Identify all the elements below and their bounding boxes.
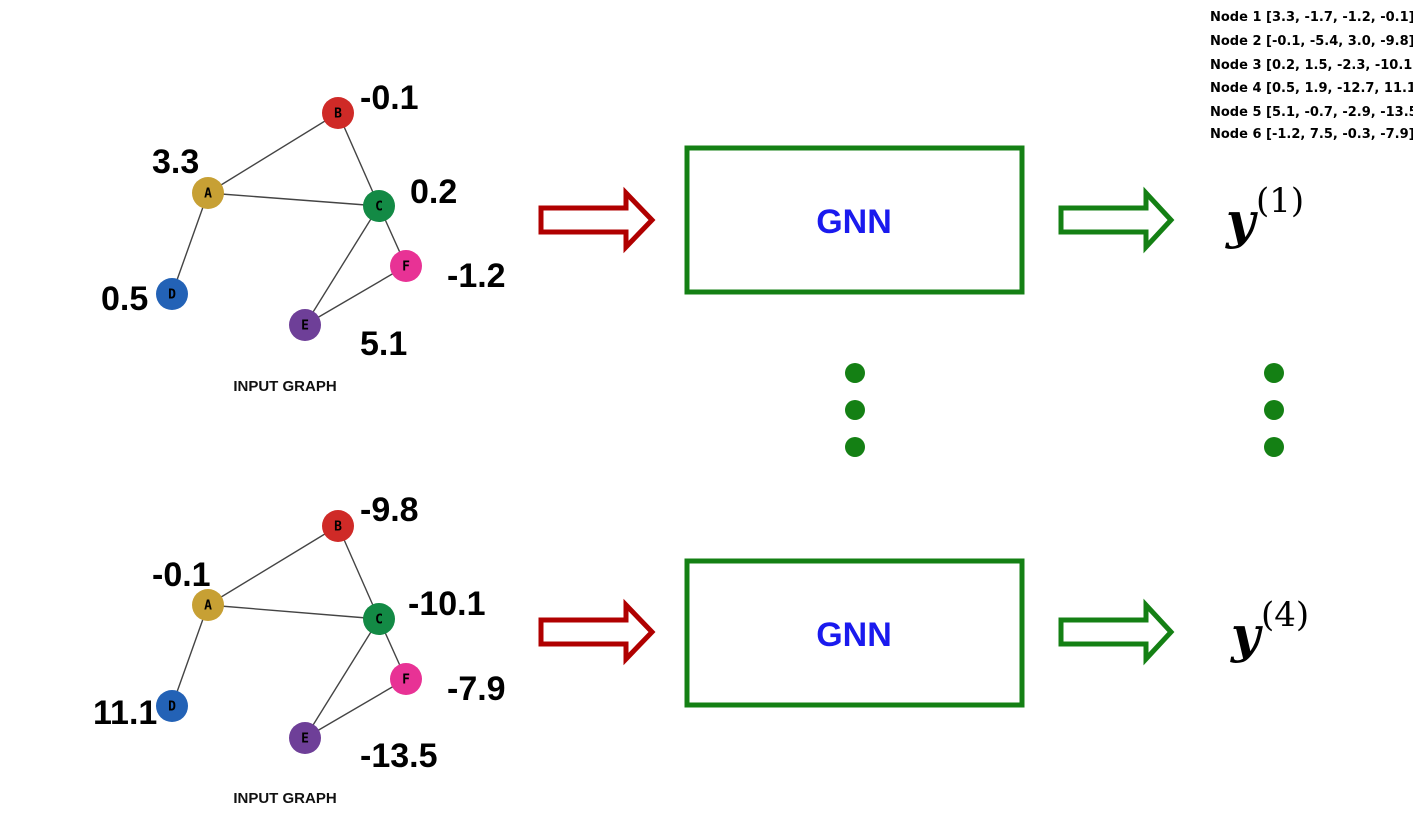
output-y1: y (1): [1225, 181, 1304, 250]
node-e-circle: [289, 722, 321, 754]
node-f-circle: [390, 663, 422, 695]
node-d-value: 0.5: [101, 280, 148, 318]
node-b-value: -0.1: [360, 79, 419, 117]
graph-1-node-e: E: [289, 309, 321, 341]
output-superscript: (1): [1256, 181, 1304, 221]
node-f-label: F: [402, 260, 410, 275]
output-superscript: (4): [1261, 595, 1309, 635]
node-d-label: D: [168, 288, 176, 303]
edge-f-e: [304, 265, 407, 326]
node-f-value: -1.2: [447, 257, 506, 295]
node-e-label: E: [301, 319, 309, 334]
output-symbol: y: [1230, 605, 1263, 664]
gnn-box-2: [684, 558, 1025, 708]
feature-row-4: Node 4 [0.5, 1.9, -12.7, 11.1]: [1210, 81, 1413, 96]
graph-2-node-f: F: [390, 663, 422, 695]
edge-a-b: [207, 112, 339, 194]
ellipsis-dot: [845, 363, 865, 383]
output-arrow-1: [1058, 186, 1175, 254]
graph-2-node-c: C: [363, 603, 395, 635]
edge-a-b: [207, 525, 339, 606]
node-b-label: B: [334, 520, 342, 535]
ellipsis-dot: [1264, 437, 1284, 457]
node-c-circle: [363, 190, 395, 222]
node-d-value: 11.1: [93, 694, 157, 732]
graph-1-node-d: D: [156, 278, 188, 310]
gnn-label-1: GNN: [816, 203, 892, 241]
feature-row-3: Node 3 [0.2, 1.5, -2.3, -10.1]: [1210, 58, 1413, 73]
graph-2-caption: INPUT GRAPH: [233, 790, 336, 807]
node-b-circle: [322, 97, 354, 129]
ellipsis-dot: [845, 400, 865, 420]
graph-2-node-b: B: [322, 510, 354, 542]
input-arrow-2: [538, 598, 656, 666]
node-c-circle: [363, 603, 395, 635]
node-e-label: E: [301, 732, 309, 747]
graph-1-node-b: B: [322, 97, 354, 129]
gnn-label-2: GNN: [816, 616, 892, 654]
graph-1-caption: INPUT GRAPH: [233, 378, 336, 395]
node-e-circle: [289, 309, 321, 341]
ellipsis-dot: [1264, 363, 1284, 383]
input-graph-2: A B C D E F -0.1 -9.8 -10.1 11.1 -13.5 -…: [93, 491, 506, 807]
node-f-value: -7.9: [447, 670, 506, 708]
input-graph-1: A B C D E F 3.3 -0.1 0.2 0.5 5.1 -1.2 IN…: [101, 79, 506, 395]
node-d-circle: [156, 278, 188, 310]
node-a-label: A: [204, 599, 212, 614]
ellipsis-middle: [845, 363, 865, 457]
feature-row-1: Node 1 [3.3, -1.7, -1.2, -0.1]: [1210, 10, 1413, 25]
edge-c-e: [304, 618, 380, 739]
node-d-circle: [156, 690, 188, 722]
node-c-label: C: [375, 200, 383, 215]
edge-a-d: [171, 604, 209, 707]
node-b-circle: [322, 510, 354, 542]
graph-2-node-e: E: [289, 722, 321, 754]
edge-a-c: [207, 192, 380, 207]
gnn-box-1: [684, 145, 1025, 295]
node-d-label: D: [168, 700, 176, 715]
node-f-label: F: [402, 673, 410, 688]
graph-2-node-d: D: [156, 690, 188, 722]
edge-b-c: [337, 525, 380, 620]
feature-list: Node 1 [3.3, -1.7, -1.2, -0.1] Node 2 [-…: [1210, 10, 1413, 142]
graph-1-node-a: A: [192, 177, 224, 209]
graph-1-node-f: F: [390, 250, 422, 282]
output-symbol: y: [1225, 191, 1258, 250]
edge-a-d: [171, 192, 209, 295]
node-a-value: -0.1: [152, 556, 211, 594]
node-c-label: C: [375, 613, 383, 628]
node-e-value: 5.1: [360, 325, 407, 363]
node-a-label: A: [204, 187, 212, 202]
ellipsis-dot: [1264, 400, 1284, 420]
output-y4: y (4): [1230, 595, 1309, 664]
node-a-circle: [192, 177, 224, 209]
node-e-value: -13.5: [360, 737, 438, 775]
output-arrow-2: [1058, 598, 1175, 666]
ellipsis-dot: [845, 437, 865, 457]
ellipsis-right: [1264, 363, 1284, 457]
node-a-value: 3.3: [152, 143, 199, 181]
node-a-circle: [192, 589, 224, 621]
feature-row-6: Node 6 [-1.2, 7.5, -0.3, -7.9]: [1210, 127, 1413, 142]
edge-f-e: [304, 678, 407, 739]
node-c-value: 0.2: [410, 173, 457, 211]
graph-1-edges: [171, 112, 407, 326]
feature-row-5: Node 5 [5.1, -0.7, -2.9, -13.5]: [1210, 105, 1413, 120]
edge-c-e: [304, 205, 380, 326]
node-b-label: B: [334, 107, 342, 122]
graph-1-node-c: C: [363, 190, 395, 222]
graph-2-node-a: A: [192, 589, 224, 621]
feature-row-2: Node 2 [-0.1, -5.4, 3.0, -9.8]: [1210, 34, 1413, 49]
node-c-value: -10.1: [408, 585, 486, 623]
edge-a-c: [207, 604, 380, 620]
edge-b-c: [337, 112, 380, 207]
node-f-circle: [390, 250, 422, 282]
input-arrow-1: [538, 186, 656, 254]
node-b-value: -9.8: [360, 491, 419, 529]
